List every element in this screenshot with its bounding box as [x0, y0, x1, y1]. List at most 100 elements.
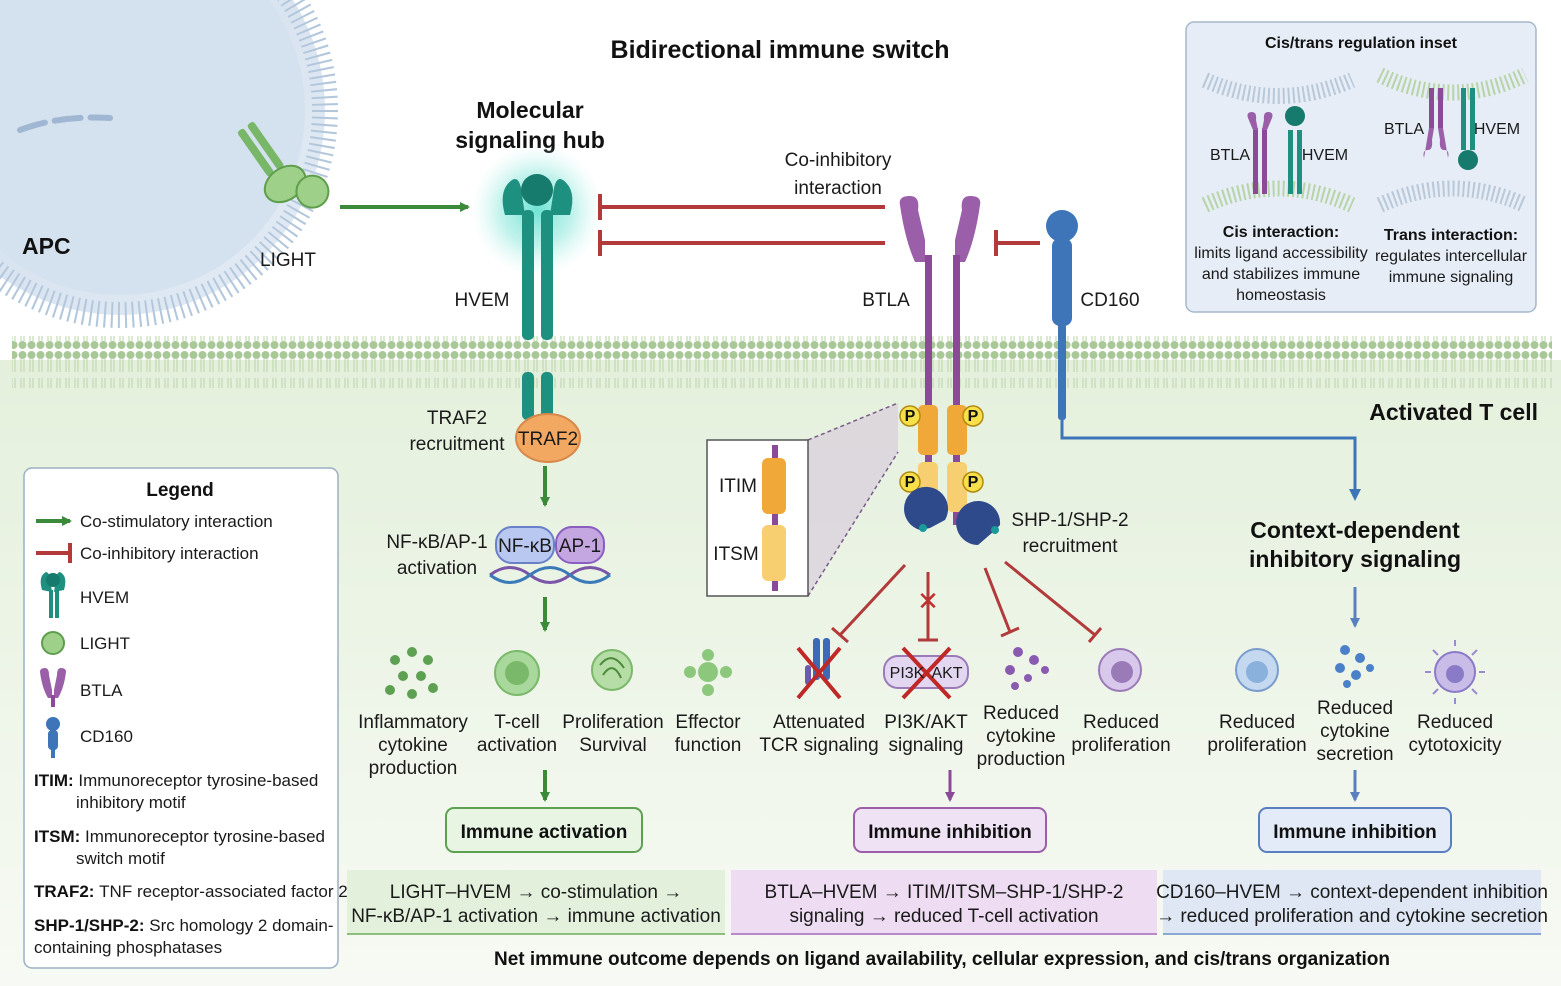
- legend-def-2: ITSM: Immunoreceptor tyrosine-based: [34, 827, 325, 846]
- summary-left-line2: NF-κB/AP-1 activation → immune activatio…: [351, 906, 721, 927]
- itsm-label: ITSM: [713, 544, 758, 565]
- immune-inhibition-box-1: [853, 807, 1047, 853]
- cd160-signal-arrow: [1060, 420, 1361, 501]
- immune-activation-box: [445, 807, 643, 853]
- legend-box: [23, 467, 339, 969]
- nfkb-activation-line1: NF-κB/AP-1: [386, 532, 487, 553]
- itim-label: ITIM: [719, 476, 757, 497]
- trans-panel: [1376, 67, 1529, 213]
- shp1-icon: [904, 486, 949, 532]
- left-outcome-4-line1: Effector: [675, 712, 741, 733]
- left-outcome-2-line1: T-cell: [494, 712, 539, 733]
- traf2-node: [515, 413, 581, 463]
- legend-cd160: CD160: [80, 727, 133, 746]
- legend-def-term-3: TRAF2:: [34, 882, 99, 901]
- legend-coinhib: Co-inhibitory interaction: [80, 544, 259, 563]
- hub-glow: [471, 144, 603, 276]
- pi3k-akt-icon: [883, 646, 969, 700]
- t-cell-membrane: [12, 336, 1552, 388]
- legend-def-term-2: ITSM:: [34, 827, 85, 846]
- right-reduced-proliferation-icon: [1235, 648, 1279, 692]
- traf2-recruitment-line1: TRAF2: [427, 408, 487, 429]
- proliferation-cell-icon: [591, 649, 633, 691]
- legend-light: LIGHT: [80, 634, 130, 653]
- mid-outcome-1-line2: TCR signaling: [759, 735, 878, 756]
- summary-mid-line1: BTLA–HVEM → ITIM/ITSM–SHP-1/SHP-2: [765, 882, 1124, 903]
- legend-def-text-4: Src homology 2 domain-: [149, 916, 333, 935]
- legend-hvem-icon: [40, 572, 66, 618]
- cytotoxicity-cell-icon: [1425, 640, 1485, 704]
- legend-title: Legend: [146, 480, 214, 501]
- right-outcome-3-line1: Reduced: [1417, 712, 1493, 733]
- legend-cd160-icon: [46, 717, 60, 758]
- summary-right-line2: → reduced proliferation and cytokine sec…: [1156, 906, 1548, 927]
- shp2-icon: [956, 501, 1001, 545]
- coinhib-label-line2: interaction: [794, 178, 882, 199]
- footer-note: Net immune outcome depends on ligand ava…: [494, 949, 1390, 970]
- shp-inhibitory-lines: [831, 560, 1103, 644]
- right-outcome-1-line2: proliferation: [1207, 735, 1306, 756]
- light-label: LIGHT: [260, 250, 316, 271]
- t-cell-icon: [494, 650, 540, 696]
- hvem-receptor: [502, 174, 573, 420]
- right-outcome-2-line3: secretion: [1316, 744, 1393, 765]
- mid-outcome-3-line3: production: [977, 749, 1066, 770]
- right-reduced-cytokine-icon: [1335, 645, 1374, 688]
- context-title-line2: inhibitory signaling: [1249, 546, 1461, 572]
- immune-activation-label: Immune activation: [461, 822, 628, 843]
- coinhib-label-line1: Co-inhibitory: [785, 150, 892, 171]
- inset-cis-hvem-label: HVEM: [1302, 147, 1348, 164]
- pi3k-label: PI3K: [890, 665, 925, 682]
- left-outcome-4-line2: function: [675, 735, 742, 756]
- mid-outcome-3-line2: cytokine: [986, 726, 1056, 747]
- phospho-circle-3: [899, 471, 921, 493]
- legend-def-3: TRAF2: TNF receptor-associated factor 2: [34, 882, 348, 901]
- immune-inhibition-label-1: Immune inhibition: [868, 822, 1032, 843]
- phospho-circle-4: [962, 471, 984, 493]
- btla-receptor: [899, 196, 981, 525]
- mid-outcome-4-line2: proliferation: [1071, 735, 1170, 756]
- phospho-circle-2: [962, 405, 984, 427]
- phospho-label-2: P: [968, 408, 979, 425]
- inset-trans-title: Trans interaction:: [1384, 227, 1518, 244]
- summary-right-box: [1163, 870, 1541, 934]
- mid-outcome-2-line1: PI3K/AKT: [884, 712, 968, 733]
- light-ligand: [237, 122, 330, 209]
- inset-cis-line1: limits ligand accessibility: [1194, 245, 1367, 262]
- immune-inhibition-label-2: Immune inhibition: [1273, 822, 1437, 843]
- reduced-cytokine-dots-icon: [1005, 647, 1049, 690]
- nfkb-node: [495, 526, 555, 564]
- summary-mid-box: [731, 870, 1157, 934]
- mid-outcome-1-line1: Attenuated: [773, 712, 865, 733]
- reduced-proliferation-cell-icon: [1098, 648, 1142, 692]
- immune-inhibition-box-2: [1258, 807, 1452, 853]
- legend-light-icon: [41, 631, 65, 655]
- summary-left-line1: LIGHT–HVEM → co-stimulation →: [390, 882, 682, 903]
- summary-mid-line2: signaling → reduced T-cell activation: [789, 906, 1098, 927]
- cis-panel: [1201, 72, 1356, 213]
- inset-cis-btla-label: BTLA: [1210, 147, 1250, 164]
- cytokine-dots-icon: [385, 647, 438, 699]
- shp-recruitment-line1: SHP-1/SHP-2: [1011, 510, 1128, 531]
- nfkb-node-label: NF-κB: [498, 536, 552, 557]
- legend-btla-icon: [40, 668, 66, 707]
- legend-def-text-3: TNF receptor-associated factor 2: [99, 882, 347, 901]
- cd160-receptor: [1046, 210, 1078, 420]
- inset-trans-btla-label: BTLA: [1384, 121, 1424, 138]
- right-outcome-3-line2: cytotoxicity: [1409, 735, 1502, 756]
- apc-cell: [0, 0, 338, 328]
- inset-trans-hvem-label: HVEM: [1474, 121, 1520, 138]
- inset-trans-line1: regulates intercellular: [1375, 248, 1528, 265]
- cd160-label: CD160: [1080, 290, 1139, 311]
- hvem-label: HVEM: [455, 290, 510, 311]
- legend-def-2-line2: switch motif: [76, 849, 165, 868]
- itim-zoom-inset: [706, 402, 899, 597]
- block-x-icon: ✕: [917, 586, 939, 616]
- left-outcome-2-line2: activation: [477, 735, 557, 756]
- inset-cis-line2: and stabilizes immune: [1202, 266, 1360, 283]
- nfkb-activation-line2: activation: [397, 558, 477, 579]
- legend-def-1: ITIM: Immunoreceptor tyrosine-based: [34, 771, 318, 790]
- legend-def-term-1: ITIM:: [34, 771, 78, 790]
- right-outcome-2-line2: cytokine: [1320, 721, 1390, 742]
